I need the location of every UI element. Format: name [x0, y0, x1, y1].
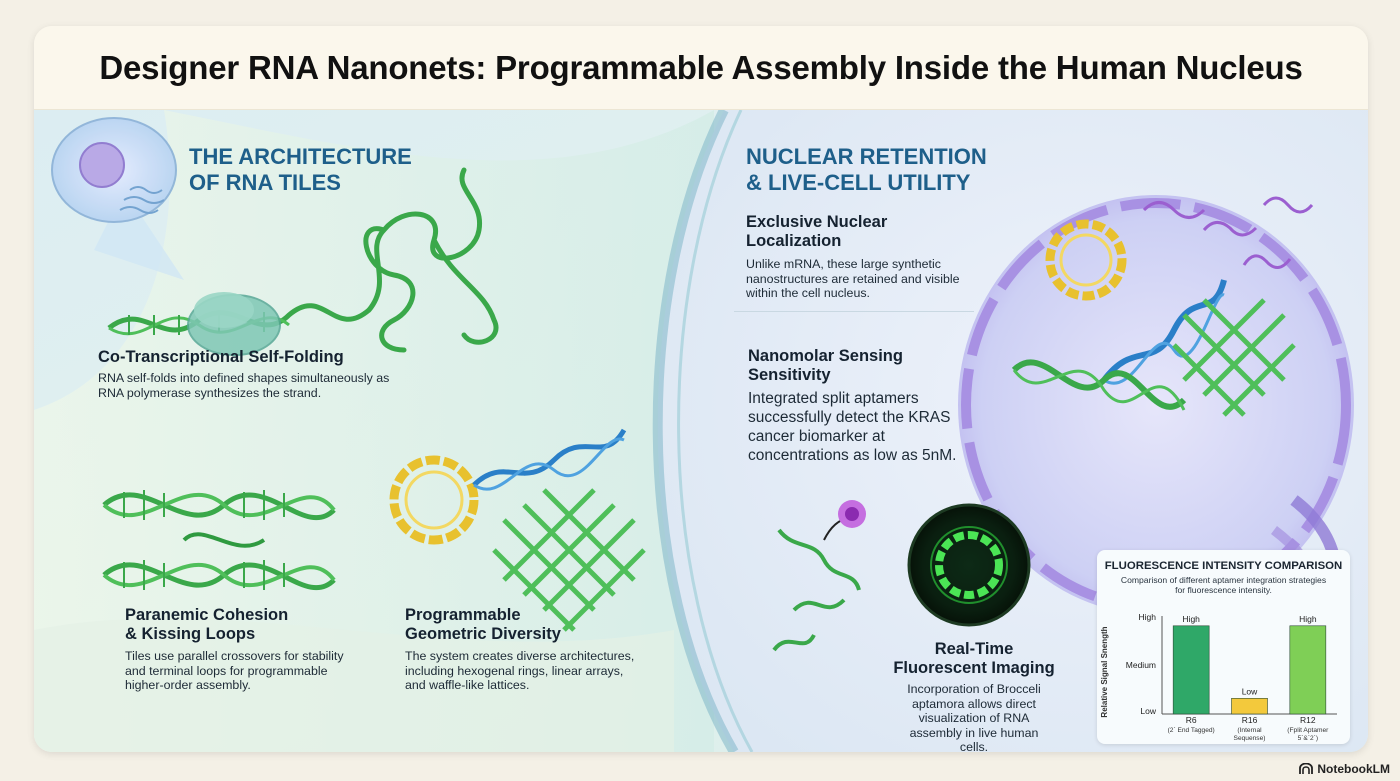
- aptamer-sensing-illustration: [772, 500, 866, 652]
- nuclear-title: Exclusive Nuclear Localization: [746, 213, 888, 250]
- infographic-card: Designer RNA Nanonets: Programmable Asse…: [34, 26, 1368, 752]
- title-bar: Designer RNA Nanonets: Programmable Asse…: [34, 26, 1368, 110]
- chart-category-sublabel: (Internal: [1237, 727, 1262, 734]
- cell-icon: [51, 117, 184, 280]
- divider: [734, 311, 974, 312]
- brand-footer: NotebookLM: [1299, 762, 1390, 776]
- imaging-title: Real-Time Fluorescent Imaging: [893, 640, 1055, 677]
- nuclear-heading: NUCLEAR RETENTION & LIVE-CELL UTILITY: [746, 144, 987, 195]
- waffle-lattice-left: [492, 488, 646, 632]
- geometric-body: The system creates diverse architectures…: [405, 649, 635, 692]
- chart-bar: [1172, 625, 1210, 715]
- fluorescence-chart: FLUORESCENCE INTENSITY COMPARISON Compar…: [1097, 550, 1350, 744]
- sensing-title: Nanomolar Sensing Sensitivity: [748, 347, 903, 384]
- chart-category-label: R16: [1242, 715, 1258, 725]
- chart-category-sublabel: Sequense): [1234, 735, 1266, 742]
- chart-ylabel: Relative Signal Snength: [1100, 626, 1109, 717]
- cotranscriptional-body: RNA self-folds into defined shapes simul…: [98, 371, 390, 400]
- chart-subtitle: Comparison of different aptamer integrat…: [1120, 575, 1327, 595]
- imaging-body: Incorporation of Brocceli aptamora allow…: [907, 682, 1041, 752]
- chart-bar-value-label: Low: [1242, 686, 1258, 696]
- chart-title: FLUORESCENCE INTENSITY COMPARISON: [1104, 560, 1343, 572]
- chart-bar: [1231, 698, 1268, 715]
- chart-category-sublabel: 5`&`2`): [1298, 735, 1319, 742]
- paranemic-title: Paranemic Cohesion & Kissing Loops: [125, 606, 289, 643]
- sensing-body: Integrated split aptamers successfully d…: [748, 390, 957, 464]
- architecture-heading: THE ARCHITECTURE OF RNA TILES: [189, 144, 412, 195]
- background-art: [34, 110, 1368, 752]
- chart-category-label: R12: [1300, 715, 1316, 725]
- geometric-title: Programmable Geometric Diversity: [405, 606, 561, 643]
- paranemic-illustration: [102, 490, 336, 591]
- linear-array-left: [472, 428, 627, 491]
- chart-bar-value-label: High: [1182, 614, 1200, 624]
- chart-ytick-label: Low: [1140, 706, 1156, 716]
- chart-ytick-label: Medium: [1126, 660, 1156, 670]
- transcription-illustration: [107, 167, 499, 356]
- chart-category-sublabel: (2` End Tagged): [1168, 727, 1215, 734]
- paranemic-body: Tiles use parallel crossovers for stabil…: [125, 649, 344, 692]
- chart-bar-value-label: High: [1299, 614, 1317, 624]
- nuclear-body: Unlike mRNA, these large synthetic nanos…: [746, 257, 960, 300]
- brand-name: NotebookLM: [1317, 762, 1390, 776]
- chart-category-sublabel: (Fplit Aptamer: [1287, 727, 1329, 734]
- page-title: Designer RNA Nanonets: Programmable Asse…: [99, 48, 1303, 86]
- fluorescent-imaging-illustration: [907, 503, 1031, 627]
- chart-ytick-label: High: [1139, 612, 1157, 622]
- chart-category-label: R6: [1186, 715, 1197, 725]
- cotranscriptional-title: Co-Transcriptional Self-Folding: [98, 348, 344, 366]
- hexagonal-ring-left: [389, 455, 479, 545]
- chart-bar: [1289, 625, 1327, 715]
- notebooklm-logo-icon: [1299, 763, 1314, 774]
